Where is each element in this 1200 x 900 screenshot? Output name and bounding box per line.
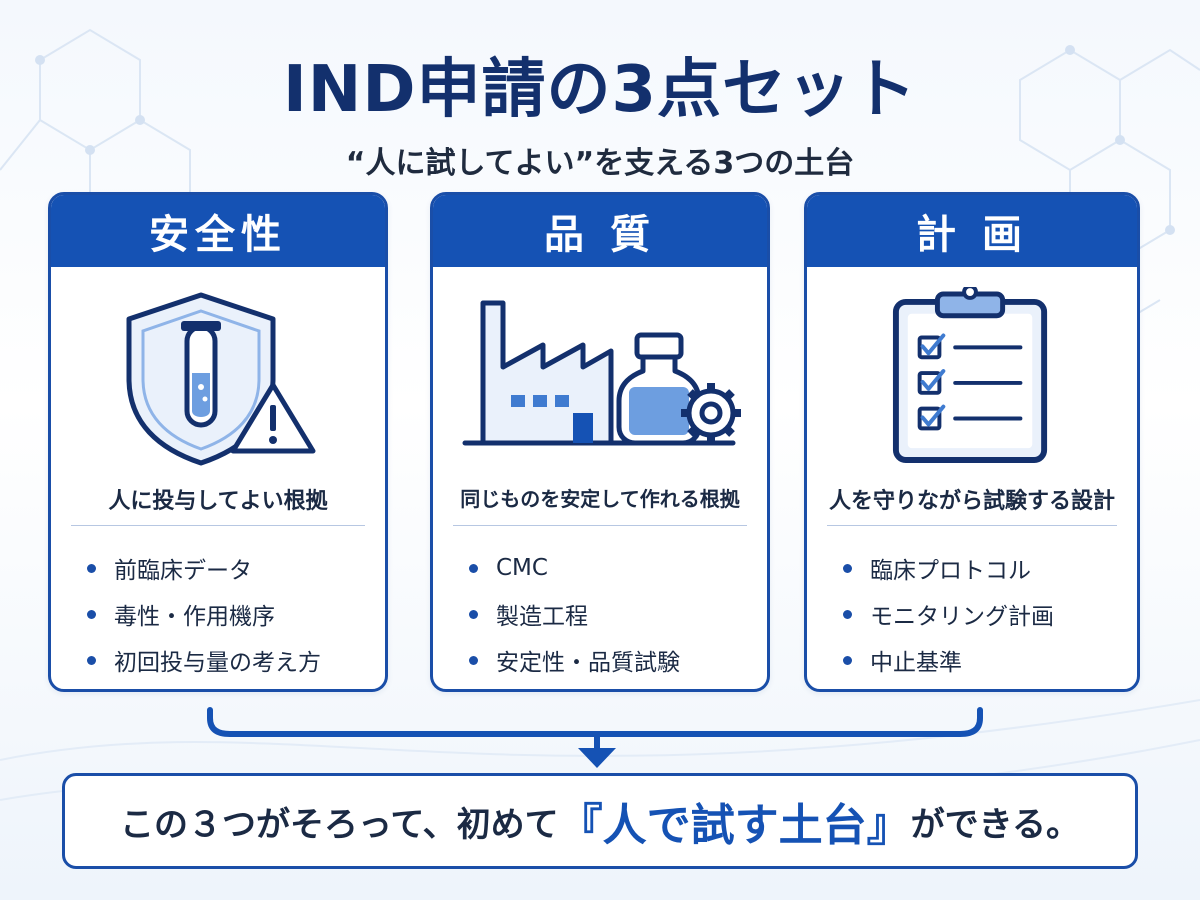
card-divider xyxy=(453,525,747,526)
list-item: 製造工程 xyxy=(469,591,680,637)
bullet-icon xyxy=(87,563,96,573)
card-safety: 安全性 人に投与してよい根拠 前臨床データ 毒性・作用機序 初回投与量の考え方 xyxy=(48,192,388,692)
bracket-connector xyxy=(207,707,983,768)
list-item: 毒性・作用機序 xyxy=(87,591,321,637)
list-item: 安定性・品質試験 xyxy=(469,637,680,683)
summary-highlight: 『人で試す土台』 xyxy=(558,800,911,851)
list-item: 前臨床データ xyxy=(87,545,321,591)
clipboard-checklist-icon xyxy=(892,287,1048,463)
bullet-icon xyxy=(843,609,852,619)
page-subtitle: “人に試してよい”を支える3つの土台 xyxy=(345,146,855,181)
card-lead: 同じものを安定して作れる根拠 xyxy=(460,487,740,511)
summary-text-pre: この３つがそろって、初めて xyxy=(120,804,559,845)
summary-text-post: ができる。 xyxy=(910,804,1080,845)
card-quality: 品 質 同じものを安定して作れる根拠 CMC 製造工程 安定性・品質試験 xyxy=(430,192,770,692)
list-item: モニタリング計画 xyxy=(843,591,1054,637)
list-item: 中止基準 xyxy=(843,637,1054,683)
card-list: 前臨床データ 毒性・作用機序 初回投与量の考え方 xyxy=(87,545,321,683)
card-plan: 計 画 人を守りながら試験する設計 臨床プロトコル モニタリング計画 中止基準 xyxy=(804,192,1140,692)
card-lead: 人を守りながら試験する設計 xyxy=(828,489,1115,514)
card-list: 臨床プロトコル モニタリング計画 中止基準 xyxy=(843,545,1054,683)
card-divider xyxy=(71,525,365,526)
bullet-icon xyxy=(469,563,478,573)
card-divider xyxy=(827,525,1117,526)
factory-vial-gear-icon xyxy=(462,300,741,446)
arrow-down-icon xyxy=(578,748,616,768)
bullet-icon xyxy=(843,655,852,665)
bullet-icon xyxy=(469,655,478,665)
card-heading: 品 質 xyxy=(433,195,767,267)
bullet-icon xyxy=(843,563,852,573)
bullet-icon xyxy=(469,609,478,619)
bullet-icon xyxy=(87,655,96,665)
list-item: CMC xyxy=(469,545,680,591)
page-title: IND申請の3点セット xyxy=(282,53,918,127)
card-list: CMC 製造工程 安定性・品質試験 xyxy=(469,545,680,683)
card-lead: 人に投与してよい根拠 xyxy=(108,489,328,514)
summary-box: この３つがそろって、初めて 『人で試す土台』 ができる。 xyxy=(62,773,1138,869)
shield-test-tube-warning-icon xyxy=(126,292,316,466)
bullet-icon xyxy=(87,609,96,619)
card-heading: 計 画 xyxy=(807,195,1137,267)
list-item: 初回投与量の考え方 xyxy=(87,637,321,683)
list-item: 臨床プロトコル xyxy=(843,545,1054,591)
card-heading: 安全性 xyxy=(51,195,385,267)
